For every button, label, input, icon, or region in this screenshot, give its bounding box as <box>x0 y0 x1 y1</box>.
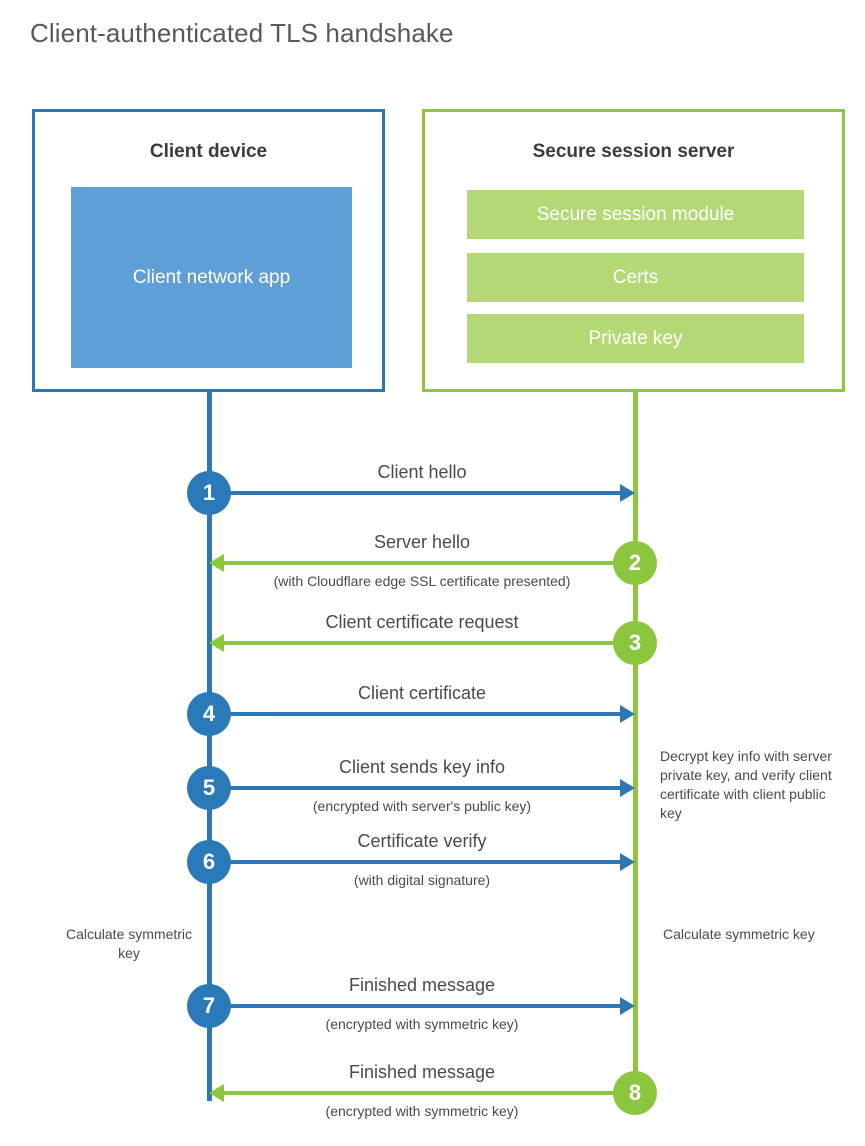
client-network-app-block: Client network app <box>71 187 352 368</box>
message-5-sublabel: (encrypted with server's public key) <box>312 798 532 814</box>
step-circle-5: 5 <box>187 766 231 810</box>
message-8-arrowhead <box>209 1084 224 1102</box>
message-7-line <box>209 1004 629 1008</box>
message-2-label: Server hello <box>373 532 471 552</box>
annotation-client-calculate-symmetric-key: Calculate symmetric key <box>65 926 193 961</box>
step-circle-2: 2 <box>613 541 657 585</box>
secure-session-server-title: Secure session server <box>532 141 735 162</box>
page-title: Client-authenticated TLS handshake <box>30 18 454 48</box>
message-5-arrowhead <box>620 779 635 797</box>
message-5-label: Client sends key info <box>338 757 506 777</box>
server-lifeline <box>633 392 638 1092</box>
message-4-arrowhead <box>620 705 635 723</box>
step-circle-4: 4 <box>187 692 231 736</box>
client-device-title: Client device <box>149 141 268 162</box>
message-4-label: Client certificate <box>357 683 487 703</box>
message-5-line <box>209 786 629 790</box>
server-block-private-key: Private key <box>467 314 804 363</box>
message-3-label: Client certificate request <box>325 612 519 632</box>
step-circle-6: 6 <box>187 840 231 884</box>
message-6-sublabel: (with digital signature) <box>353 872 491 888</box>
message-7-arrowhead <box>620 997 635 1015</box>
server-block-secure-session-module: Secure session module <box>467 190 804 239</box>
client-device-box: Client device Client network app <box>32 109 385 392</box>
step-circle-7: 7 <box>187 984 231 1028</box>
message-8-line <box>216 1091 635 1095</box>
message-4-line <box>209 712 629 716</box>
message-1-arrowhead <box>620 484 635 502</box>
message-2-line <box>216 561 635 565</box>
message-3-arrowhead <box>209 634 224 652</box>
message-2-sublabel: (with Cloudflare edge SSL certificate pr… <box>273 573 571 589</box>
message-3-line <box>216 641 635 645</box>
message-6-arrowhead <box>620 853 635 871</box>
message-1-label: Client hello <box>377 462 467 482</box>
message-6-line <box>209 860 629 864</box>
step-circle-3: 3 <box>613 621 657 665</box>
message-7-label: Finished message <box>348 975 496 995</box>
message-8-label: Finished message <box>348 1062 496 1082</box>
message-1-line <box>209 491 629 495</box>
annotation-server-calculate-symmetric-key: Calculate symmetric key <box>663 926 815 942</box>
step-circle-1: 1 <box>187 471 231 515</box>
message-2-arrowhead <box>209 554 224 572</box>
step-circle-8: 8 <box>613 1071 657 1115</box>
message-6-label: Certificate verify <box>357 831 487 851</box>
message-8-sublabel: (encrypted with symmetric key) <box>325 1103 519 1119</box>
message-7-sublabel: (encrypted with symmetric key) <box>325 1016 519 1032</box>
secure-session-server-box: Secure session server Secure session mod… <box>422 109 845 392</box>
server-block-certs: Certs <box>467 253 804 302</box>
annotation-server-decrypt: Decrypt key info with server private key… <box>660 748 832 821</box>
client-lifeline <box>207 392 212 1101</box>
